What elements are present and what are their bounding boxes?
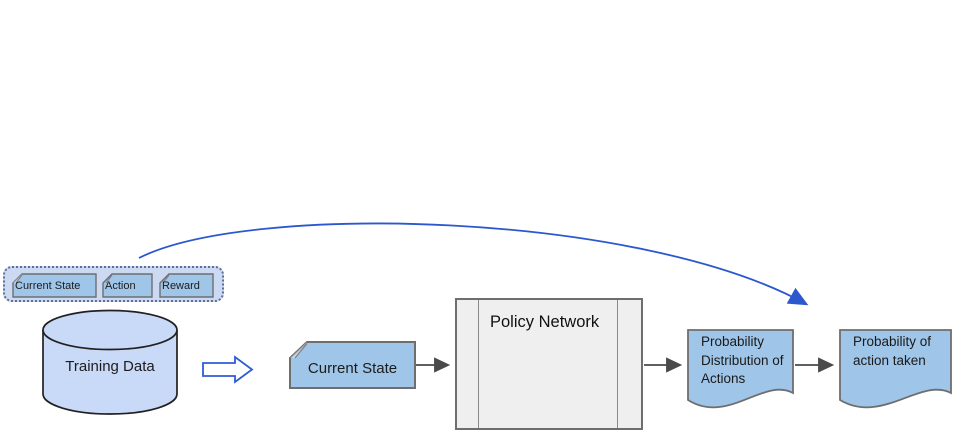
- training-data-database: Training Data: [41, 309, 179, 415]
- feedback-arrow: [138, 222, 809, 306]
- tuple-card-reward: Reward: [159, 273, 214, 298]
- probability-distribution-doc: Probability Distribution of Actions: [687, 329, 794, 413]
- probability-action-taken-doc: Probability of action taken: [839, 329, 952, 413]
- policy-network-box: Policy Network: [455, 298, 643, 430]
- probability-distribution-label: Probability Distribution of Actions: [701, 334, 784, 386]
- probability-action-taken-label: Probability of action taken: [853, 334, 932, 368]
- process-left-bar: [478, 300, 479, 428]
- tuple-card-action: Action: [102, 273, 153, 298]
- block-arrow-icon: [202, 355, 254, 384]
- process-right-bar: [617, 300, 618, 428]
- policy-network-label: Policy Network: [490, 313, 600, 331]
- current-state-card: Current State: [289, 341, 416, 389]
- tuple-card-current-state: Current State: [12, 273, 97, 298]
